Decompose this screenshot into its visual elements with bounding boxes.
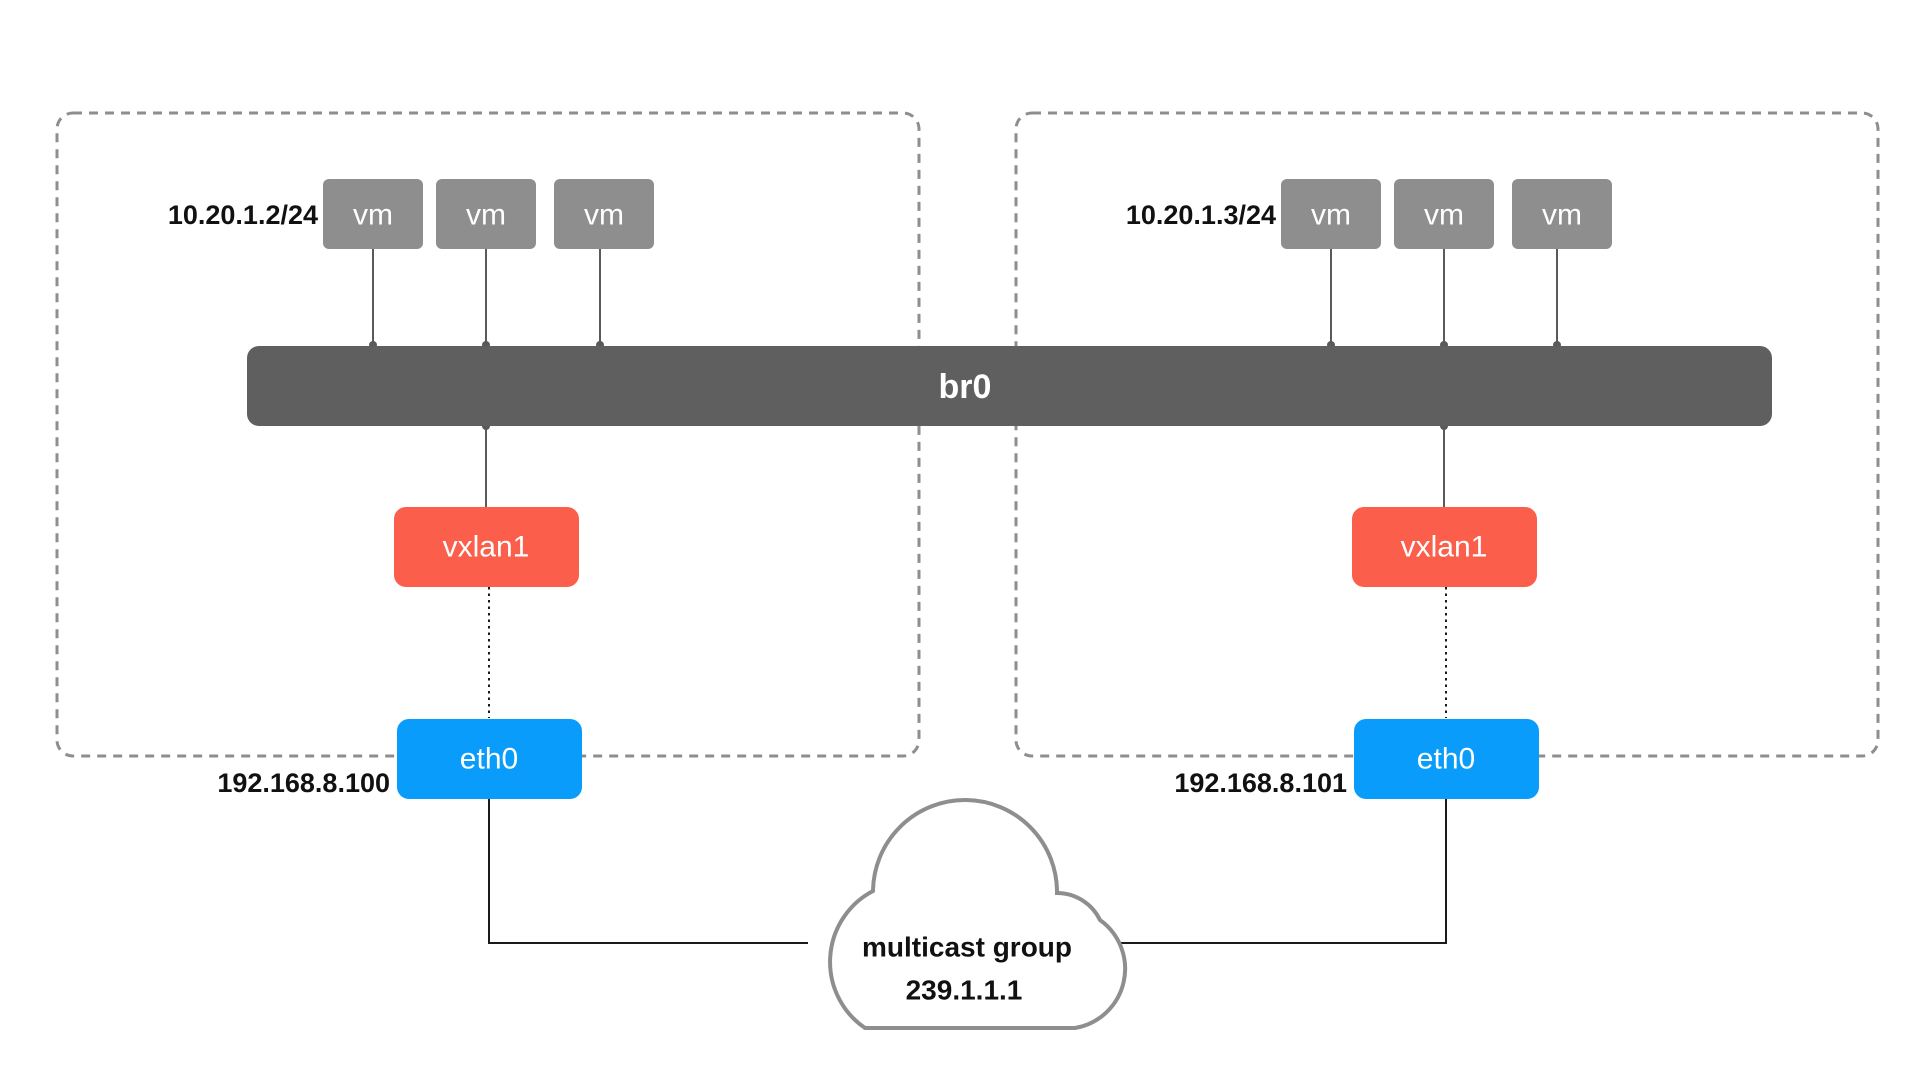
host-1-vm-3: vm: [554, 179, 654, 249]
host-1-eth-ip: 192.168.8.100: [217, 768, 390, 798]
vm-label: vm: [353, 199, 393, 232]
host-1-vxlan1: vxlan1: [394, 507, 579, 587]
bridge-br0: br0: [247, 346, 1772, 426]
vm-label: vm: [1424, 199, 1464, 232]
eth-label: eth0: [1417, 743, 1475, 776]
multicast-group-label: multicast group: [862, 932, 1072, 963]
eth-multicast-link-1: [488, 799, 808, 944]
host-1-vm-ip: 10.20.1.2/24: [168, 200, 318, 230]
vm-label: vm: [466, 199, 506, 232]
bridge-label: br0: [939, 368, 992, 406]
host-2-eth0: eth0: [1354, 719, 1539, 799]
bridge-vxlan-connectors: [482, 422, 1448, 507]
host-1-vm-2: vm: [436, 179, 536, 249]
eth-multicast-link-2: [1120, 799, 1447, 944]
host-2-eth-ip: 192.168.8.101: [1174, 768, 1347, 798]
eth-label: eth0: [460, 743, 518, 776]
vm-label: vm: [1311, 199, 1351, 232]
host-1-vm-1: vm: [323, 179, 423, 249]
vm-label: vm: [1542, 199, 1582, 232]
host-2-vm-ip: 10.20.1.3/24: [1126, 200, 1276, 230]
multicast-group-cloud: multicast group 239.1.1.1: [828, 798, 1128, 1030]
host-2-vm-2: vm: [1394, 179, 1494, 249]
host-2-vm-1: vm: [1281, 179, 1381, 249]
vm-label: vm: [584, 199, 624, 232]
host-1-eth0: eth0: [397, 719, 582, 799]
multicast-group-address: 239.1.1.1: [906, 975, 1023, 1006]
host-2-vm-3: vm: [1512, 179, 1612, 249]
cloud-icon: [828, 798, 1128, 1030]
vxlan-label: vxlan1: [1401, 531, 1488, 564]
vm-connectors: [369, 247, 1561, 349]
vxlan-label: vxlan1: [443, 531, 530, 564]
host-2-vxlan1: vxlan1: [1352, 507, 1537, 587]
